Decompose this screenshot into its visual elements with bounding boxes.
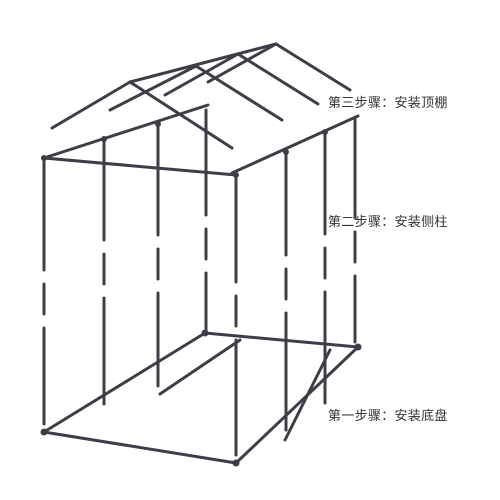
roof-frame: [50, 42, 352, 150]
roof-rafter-left-4: [206, 42, 278, 84]
roof-rafter-left-1: [50, 80, 132, 130]
base-middle-bar: [158, 338, 242, 396]
top-rails: [42, 103, 360, 177]
left-top-rail: [42, 103, 210, 160]
base-middle-bar-2: [283, 348, 332, 442]
base-frame: [42, 331, 360, 465]
base-back-bar: [203, 331, 360, 349]
roof-ridge: [128, 42, 278, 84]
step-3-label: 第三步骤：安装顶棚: [328, 96, 448, 111]
base-left-bar: [42, 331, 207, 434]
roof-rafter-right-4: [274, 42, 352, 92]
base-right-bar: [234, 345, 360, 465]
roof-rafter-right-1: [128, 80, 234, 150]
step-1-label: 第一步骤：安装底盘: [328, 409, 448, 424]
joints: [40, 121, 362, 467]
step-2-label: 第二步骤：安装侧柱: [328, 215, 448, 230]
roof-rafter-right-3: [236, 52, 320, 106]
roof-rafter-left-2: [108, 64, 198, 112]
roof-rafter-right-2: [194, 64, 284, 122]
base-front-bar: [42, 430, 238, 465]
right-top-rail: [230, 114, 360, 175]
roof-rafter-left-3: [163, 52, 240, 97]
front-eave-rail: [42, 156, 238, 177]
